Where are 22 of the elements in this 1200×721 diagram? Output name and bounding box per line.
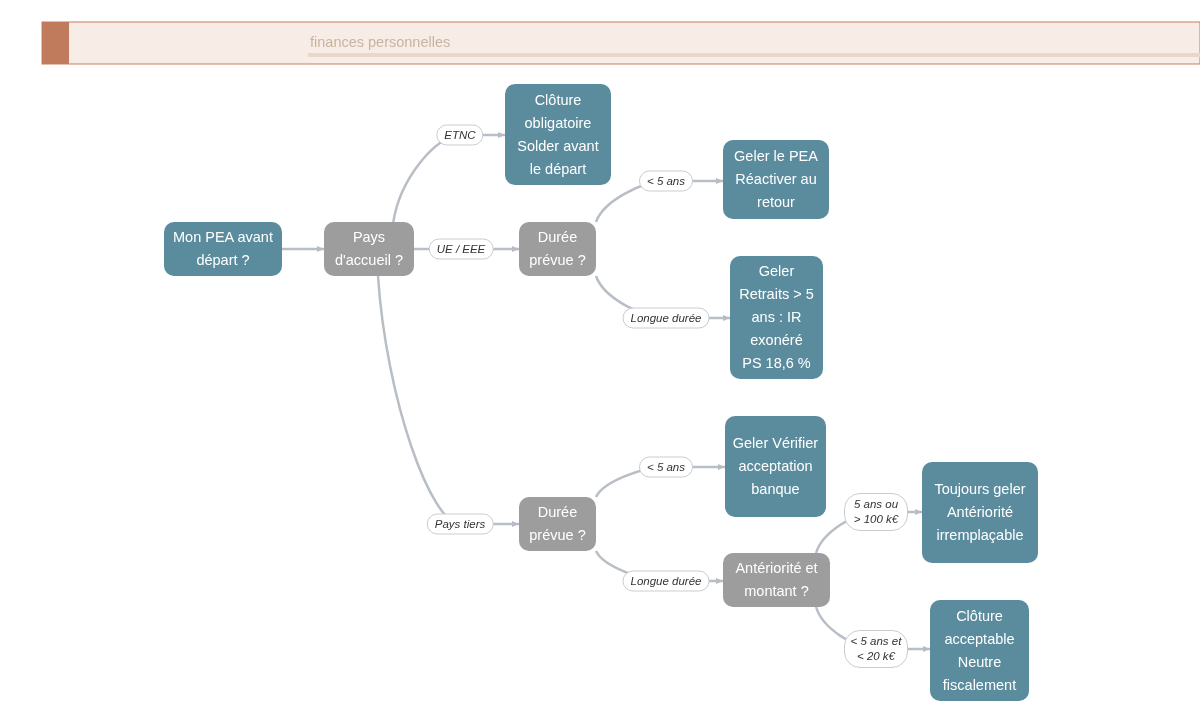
outcome-box: Clôture acceptable Neutre fiscalement <box>930 600 1029 701</box>
decision-box: Antériorité et montant ? <box>723 553 830 607</box>
edge-label: UE / EEE <box>428 238 494 260</box>
outcome-box: Geler Vérifier acceptation banque <box>725 416 826 517</box>
edge-label: < 5 ans et < 20 k€ <box>844 630 908 668</box>
outcome-box: Geler le PEA Réactiver au retour <box>723 140 829 219</box>
outcome-box: Geler Retraits > 5 ans : IR exonéré PS 18,6 % <box>730 256 823 379</box>
edge-label: Longue durée <box>622 570 710 592</box>
header-tagline: finances personnelles <box>310 34 451 50</box>
decision-box: Pays d'accueil ? <box>324 222 414 276</box>
connector-arrow <box>282 246 324 252</box>
edge-label: Longue durée <box>622 307 710 329</box>
edge-label: < 5 ans <box>639 170 693 192</box>
edge-label: ETNC <box>436 124 484 146</box>
outcome-box: Clôture obligatoire Solder avant le départ <box>505 84 611 185</box>
outcome-box: Toujours geler Antériorité irremplaçable <box>922 462 1038 563</box>
decision-box: Durée prévue ? <box>519 497 596 551</box>
outcome-box: Mon PEA avant départ ? <box>164 222 282 276</box>
decision-box: Durée prévue ? <box>519 222 596 276</box>
edge-label: 5 ans ou > 100 k€ <box>844 493 908 531</box>
edge-label: < 5 ans <box>639 456 693 478</box>
edge-label: Pays tiers <box>426 513 494 535</box>
